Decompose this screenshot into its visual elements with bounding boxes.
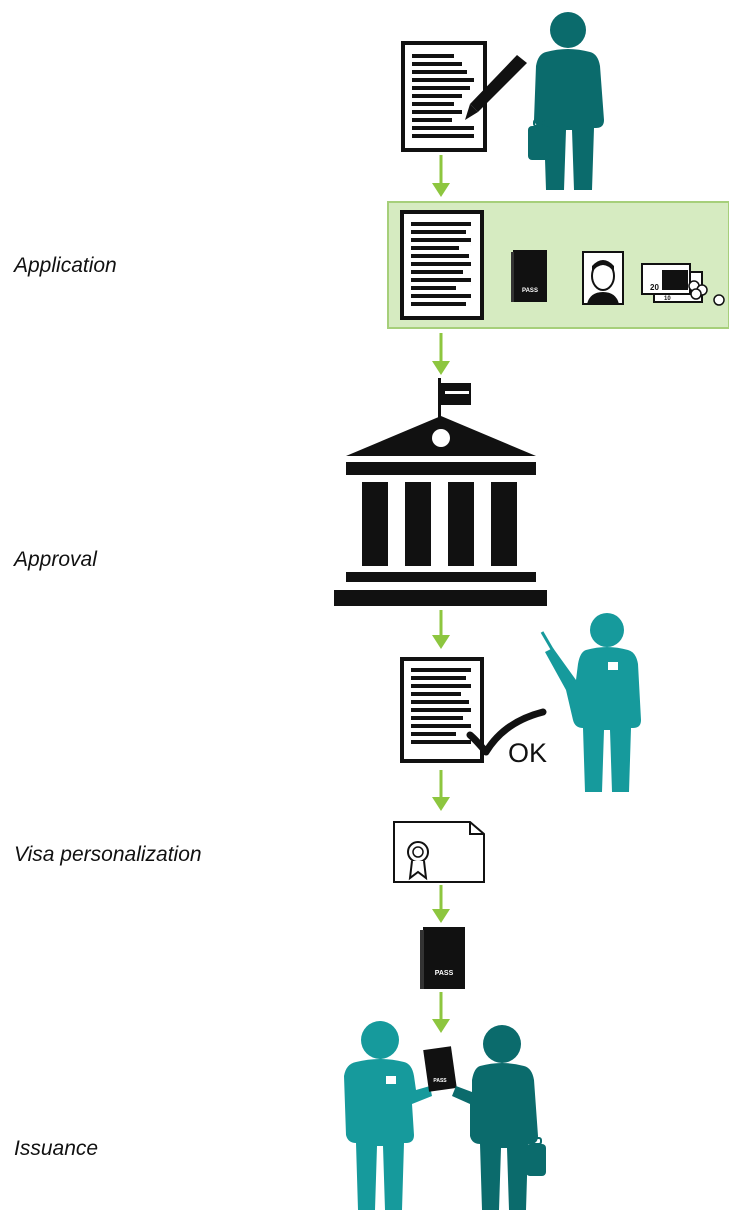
handed-passport-icon: PASS — [423, 1046, 457, 1092]
applicant-person-icon — [528, 12, 604, 190]
passport-label: PASS — [522, 288, 538, 294]
stage-label-application: Application — [14, 254, 117, 277]
approved-document-icon — [400, 657, 484, 763]
flow-arrow — [432, 1019, 450, 1033]
banknote-10-label: 10 — [664, 296, 671, 302]
banknote-20-label: 20 — [650, 283, 659, 292]
pen-icon — [465, 55, 527, 120]
banknotes-icon: 20 10 — [641, 263, 725, 306]
photo-icon — [582, 251, 624, 305]
issued-passport-icon: PASS — [420, 927, 465, 989]
issued-passport-label: PASS — [435, 970, 454, 977]
flow-arrow — [432, 797, 450, 811]
certificate-icon — [393, 821, 485, 883]
officer-person-icon — [540, 613, 641, 792]
flow-arrow — [432, 361, 450, 375]
receiving-applicant-icon — [452, 1025, 546, 1210]
government-building-icon — [334, 378, 547, 606]
flow-arrow — [432, 909, 450, 923]
application-form-icon — [401, 41, 487, 152]
handed-passport-label: PASS — [433, 1078, 447, 1084]
application-document-icon — [400, 210, 484, 320]
flow-arrow — [432, 635, 450, 649]
issuing-officer-icon — [344, 1021, 432, 1210]
ok-label: OK — [508, 738, 547, 768]
stage-label-visa-personalization: Visa personalization — [14, 843, 202, 866]
stage-label-approval: Approval — [14, 548, 97, 571]
passport-icon: PASS — [511, 250, 547, 302]
checkmark-icon — [466, 708, 547, 756]
stage-label-issuance: Issuance — [14, 1137, 99, 1160]
